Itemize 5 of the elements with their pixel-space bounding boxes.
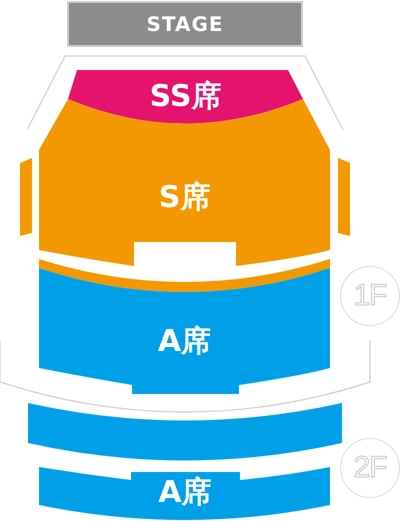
- section-label: S席: [158, 183, 210, 213]
- section-label: A席: [158, 327, 212, 357]
- stage: STAGE: [67, 1, 303, 47]
- section-label: A席: [158, 478, 212, 508]
- section-label: SS席: [150, 82, 222, 112]
